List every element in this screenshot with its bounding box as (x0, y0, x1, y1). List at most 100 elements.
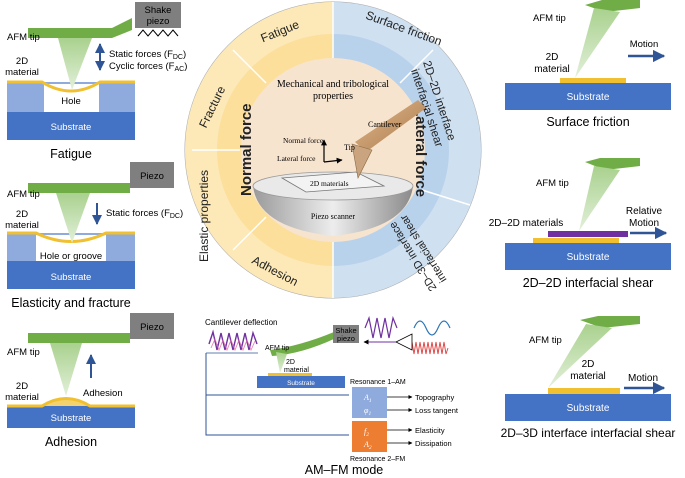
amfm-feedback-line (205, 353, 349, 436)
i3-caption: 2D–3D interface interfacial shear (501, 426, 676, 440)
adhesion-2d-material (7, 397, 135, 408)
fatigue-piezo-label-2: piezo (147, 16, 170, 27)
amfm-res1-box (352, 387, 387, 418)
is-motion-label-2: Motion (629, 218, 659, 229)
is-substrate (505, 243, 671, 270)
fatigue-piezo-icon (135, 2, 181, 28)
amfm-deflection-wave (208, 329, 258, 351)
fatigue-panel: Shake piezo AFM tip 2D material Static f… (5, 2, 187, 161)
fatigue-cantilever (28, 18, 132, 38)
sf-substrate (505, 83, 671, 110)
elasticity-substrate-label: Substrate (51, 272, 92, 283)
amfm-drive-wave-red (409, 341, 449, 355)
i3-tip-label: AFM tip (529, 335, 562, 346)
elasticity-static-force: Static forces (FDC) (106, 208, 183, 220)
is-material-label: 2D–2D materials (489, 218, 563, 229)
amfm-drive-wave-purple (364, 315, 398, 339)
adhesion-material-label-2: material (5, 392, 39, 403)
elasticity-piezo-label: Piezo (140, 171, 164, 182)
elasticity-panel: Piezo AFM tip 2D material Static forces … (5, 162, 183, 310)
i3-material-label-1: 2D (582, 359, 595, 370)
amfm-f2: f2 (364, 427, 369, 438)
fatigue-substrate (7, 112, 135, 140)
fatigue-tip (58, 38, 92, 90)
fatigue-material-label-1: 2D (16, 56, 28, 67)
is-tip (579, 166, 620, 231)
fatigue-material-label-2: material (5, 67, 39, 78)
properties-circle: Fatigue Fracture Elastic properties Adhe… (184, 1, 482, 299)
fatigue-cyclic-force: Cyclic forces (FAC) (109, 61, 187, 73)
elasticity-piezo-icon (130, 162, 174, 188)
circle-left-title: Normal force (238, 103, 255, 196)
interfacial-shear-panel: AFM tip Relative Motion 2D–2D materials … (489, 158, 671, 290)
is-substrate-label: Substrate (567, 252, 610, 263)
fatigue-tip-label: AFM tip (7, 32, 40, 43)
fatigue-static-force: Static forces (FDC) (109, 49, 186, 61)
adhesion-panel: Piezo AFM tip 2D material Adhesion Subst… (5, 313, 174, 449)
amfm-tip (276, 352, 287, 373)
adhesion-piezo-icon (130, 313, 174, 339)
amfm-cantilever (270, 332, 336, 356)
i3-tip (548, 324, 612, 388)
amfm-out-topography: Topography (415, 393, 454, 402)
amfm-res1-label: Resonance 1–AM (350, 379, 406, 386)
amfm-piezo-icon (333, 325, 359, 343)
amfm-tip-label: AFM tip (265, 345, 289, 352)
amfm-a2: A2 (363, 440, 372, 451)
amfm-piezo-label-2: piezo (337, 334, 355, 343)
sf-cantilever (585, 0, 640, 12)
materials-label: 2D materials (310, 179, 349, 188)
i3-cantilever (580, 316, 640, 328)
adhesion-material-label-1: 2D (16, 381, 28, 392)
fatigue-wave-icon (137, 29, 179, 37)
fatigue-substrate-label: Substrate (51, 122, 92, 133)
amfm-res2-label: Resonance 2–FM (350, 456, 405, 463)
adhesion-label: Adhesion (83, 388, 123, 399)
sf-2d-material (560, 78, 626, 83)
normal-force-label: Normal force (283, 136, 324, 145)
elasticity-cantilever (28, 183, 130, 193)
lateral-force-label: Lateral force (277, 154, 316, 163)
i3-substrate-label: Substrate (567, 403, 610, 414)
amfm-2d-material (268, 373, 312, 376)
sf-substrate-label: Substrate (567, 92, 610, 103)
amfm-drive-wave-blue (413, 320, 451, 336)
amfm-piezo-label-1: Shake (335, 326, 356, 335)
amfm-panel: Cantilever deflection Shake piezo AFM ti… (205, 315, 459, 477)
amfm-res2-box (352, 421, 387, 452)
i3-2d-material (548, 388, 620, 394)
adhesion-tip (50, 343, 82, 396)
elasticity-2d-material (7, 231, 135, 243)
sf-material-label-1: 2D (546, 52, 559, 63)
amfm-out-dissipation: Dissipation (415, 439, 452, 448)
i3-substrate (505, 394, 671, 421)
scanner-label: Piezo scanner (311, 212, 356, 221)
interface-3d-panel: AFM tip 2D material Motion Substrate 2D–… (501, 316, 676, 440)
cantilever-label: Cantilever (368, 120, 402, 129)
amfm-caption: AM–FM mode (305, 463, 384, 477)
amfm-summing-triangle (395, 333, 413, 351)
circle-cantilever (355, 100, 426, 152)
center-title-2: properties (313, 91, 353, 102)
amfm-output-arrows (387, 395, 413, 445)
elasticity-tip (56, 193, 90, 243)
is-material-top (548, 231, 628, 237)
circle-segment-dividers (192, 2, 471, 298)
adhesion-substrate-label: Substrate (51, 413, 92, 424)
is-cantilever (585, 158, 640, 170)
amfm-substrate-label: Substrate (287, 380, 315, 387)
adhesion-substrate (7, 406, 135, 428)
is-caption: 2D–2D interfacial shear (523, 276, 654, 290)
sf-caption: Surface friction (546, 115, 629, 129)
circle-tip (351, 143, 373, 179)
fatigue-2d-material (7, 80, 135, 93)
amfm-out-loss-tangent: Loss tangent (415, 406, 459, 415)
center-title-1: Mechanical and tribological (277, 79, 389, 90)
i3-material-label-2: material (570, 371, 606, 382)
is-tip-label: AFM tip (536, 178, 569, 189)
sf-tip-label: AFM tip (533, 13, 566, 24)
amfm-deflection-wave-2 (210, 337, 256, 352)
surface-friction-panel: AFM tip Motion 2D material Substrate Sur… (505, 0, 671, 129)
elasticity-tip-label: AFM tip (7, 189, 40, 200)
